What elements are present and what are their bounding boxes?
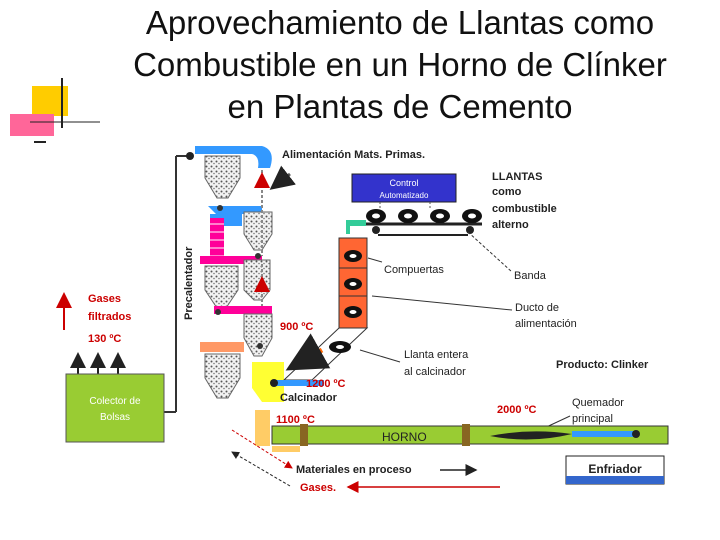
gases-label-1: Gases (88, 293, 121, 305)
quemador-label-2: principal (572, 413, 613, 425)
llantas-line-3: combustible (492, 203, 557, 215)
llantas-line-1: LLANTAS (492, 171, 543, 183)
gases-out-label: Gases. (300, 482, 336, 494)
slide-decoration (10, 78, 100, 143)
colector-label-2: Bolsas (100, 412, 130, 423)
temp-900-label: 900 ºC (280, 321, 313, 333)
calcinador-label: Calcinador (280, 392, 338, 404)
gas-return-line (164, 152, 194, 413)
title-line-3: en Plantas de Cemento (227, 88, 573, 125)
gases-label-2: filtrados (88, 311, 131, 323)
tire-icon (344, 250, 362, 262)
tire-icon (430, 209, 450, 223)
tire-icon (344, 278, 362, 290)
materiales-label: Materiales en proceso (296, 464, 412, 476)
tire-icon (366, 209, 386, 223)
precalentador-label: Precalentador (183, 246, 195, 320)
quemador-label-1: Quemador (572, 397, 624, 409)
llantas-label: LLANTAS como combustible alterno (492, 171, 557, 231)
colector-bolsas: Colector de Bolsas (65, 352, 165, 443)
leader-lines (359, 231, 571, 431)
title-line-2: Combustible en un Horno de Clínker (133, 46, 667, 83)
tire-icon (398, 209, 418, 223)
llanta-entera-label-1: Llanta entera (404, 349, 469, 361)
burner-flame-icon (490, 431, 572, 440)
llantas-line-2: como (492, 186, 522, 198)
temp-1200-label: 1200 ºC (306, 378, 346, 390)
enfriador-label: Enfriador (588, 462, 642, 476)
llanta-entera-label-2: al calcinador (404, 366, 466, 378)
ducto-label-2: alimentación (515, 318, 577, 330)
flow-legend: Materiales en proceso Gases. (231, 429, 500, 494)
title-line-1: Aprovechamiento de Llantas como (145, 4, 655, 41)
burner-inlet (270, 379, 324, 387)
banda-label: Banda (514, 270, 547, 282)
ducto-label-1: Ducto de (515, 302, 559, 314)
enfriador-box: Enfriador (565, 455, 665, 485)
gases-filtrados-block: Gases filtrados 130 ºC (56, 292, 131, 345)
compuertas-label: Compuertas (384, 264, 444, 276)
temp-1100-label: 1100 ºC (276, 414, 315, 426)
control-label-1: Control (389, 178, 418, 188)
preheater-tower (195, 146, 296, 446)
rotary-kiln: HORNO (271, 424, 669, 452)
control-label-2: Automatizado (380, 191, 429, 200)
horno-label: HORNO (382, 430, 427, 444)
producto-label: Producto: Clinker (556, 359, 649, 371)
tire-icon (329, 341, 351, 353)
slide-title: Aprovechamiento de Llantas como Combusti… (95, 2, 705, 128)
temp-2000-label: 2000 ºC (497, 404, 537, 416)
tire-icon (462, 209, 482, 223)
tire-icon (344, 306, 362, 318)
tire-conveyor (346, 202, 482, 236)
alimentacion-label: Alimentación Mats. Primas. (282, 149, 425, 161)
control-box: Control Automatizado (351, 173, 457, 203)
temp-130-label: 130 ºC (88, 333, 121, 345)
colector-label-1: Colector de (89, 396, 141, 407)
feed-duct (282, 237, 369, 381)
llantas-line-4: alterno (492, 219, 529, 231)
